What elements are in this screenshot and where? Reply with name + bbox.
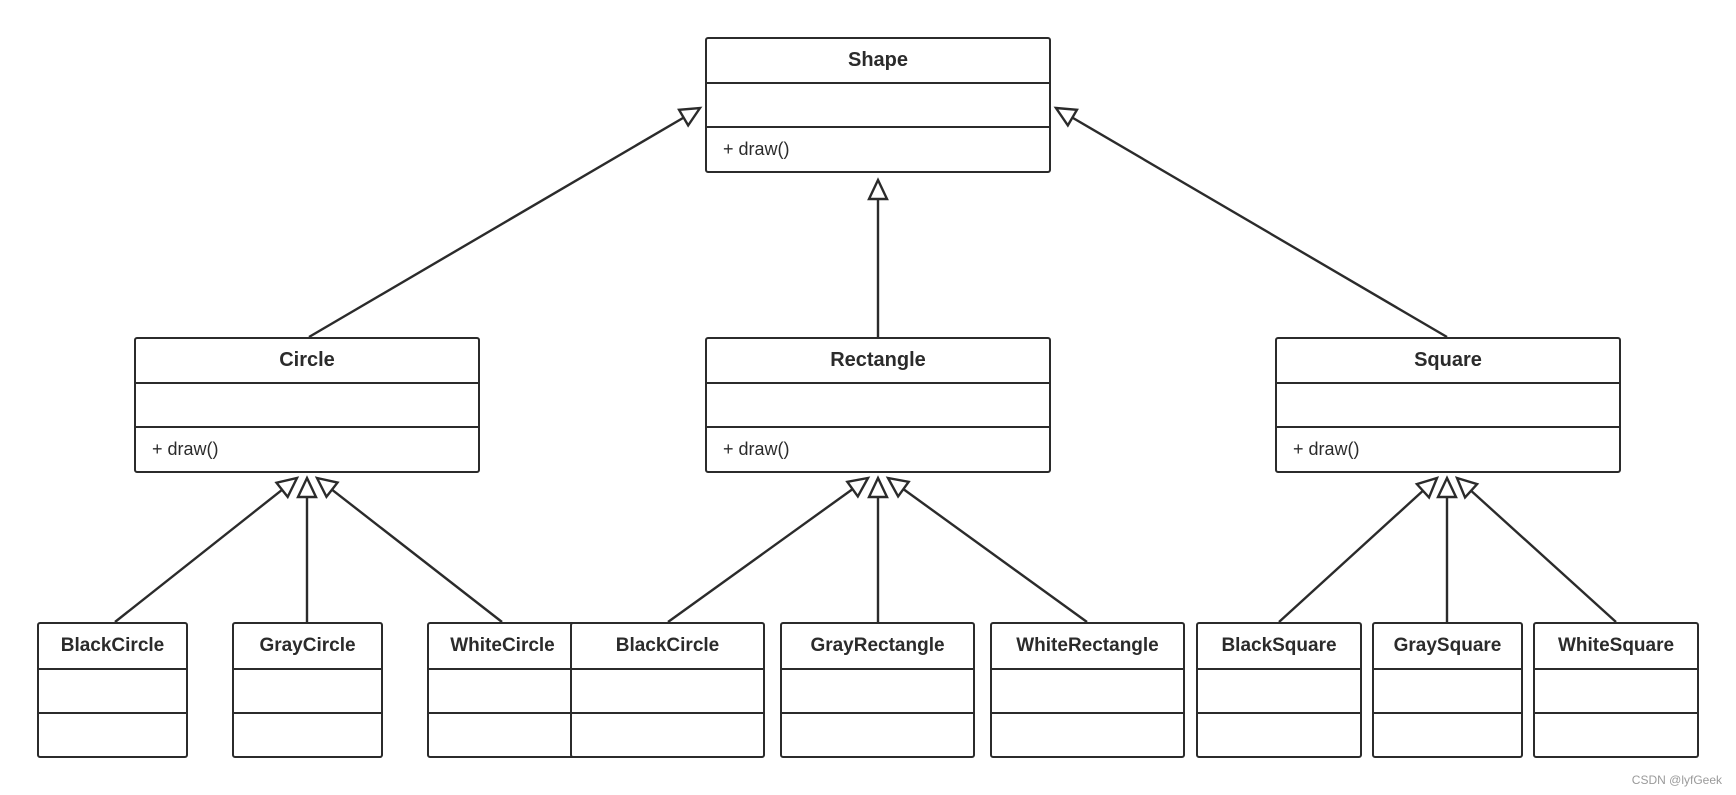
class-methods (1535, 712, 1697, 756)
generalization-arrowhead-icon (296, 475, 318, 499)
class-name: Square (1414, 348, 1482, 371)
edge-line (1278, 489, 1424, 623)
class-white-circle[interactable]: WhiteCircle (427, 622, 578, 758)
class-gray-rectangle[interactable]: GrayRectangle (780, 622, 975, 758)
generalization-arrowhead-icon (1454, 476, 1480, 500)
class-methods (429, 712, 576, 756)
class-methods (992, 712, 1183, 756)
generalization-arrowhead-icon (1436, 475, 1458, 499)
generalization-arrowhead-icon (1414, 476, 1440, 500)
edge-whitesquare-to-square (1454, 476, 1617, 623)
edge-line (308, 116, 685, 339)
class-attributes (1198, 668, 1360, 712)
class-methods: + draw() (1277, 426, 1619, 471)
class-methods (782, 712, 973, 756)
edge-whiterectangle-to-rectangle (885, 476, 1088, 623)
generalization-arrowhead-icon (314, 476, 340, 500)
generalization-arrowhead-icon (274, 476, 300, 500)
edge-line (114, 488, 283, 623)
class-name: Rectangle (830, 348, 926, 371)
class-methods: + draw() (707, 426, 1049, 471)
class-attributes (1535, 668, 1697, 712)
generalization-arrowhead-icon (867, 177, 889, 201)
class-gray-circle[interactable]: GrayCircle (232, 622, 383, 758)
class-attributes (707, 81, 1049, 127)
edge-blackcircle-to-circle (114, 476, 300, 623)
class-black-square[interactable]: BlackSquare (1196, 622, 1362, 758)
class-attributes (429, 668, 576, 712)
class-attributes (234, 668, 381, 712)
class-methods (234, 712, 381, 756)
edge-rectangle-to-shape (867, 177, 889, 337)
edge-grayrectangle-to-rectangle (867, 475, 889, 622)
class-name: Circle (279, 348, 335, 371)
edge-line (1470, 489, 1617, 623)
class-attributes (1374, 668, 1521, 712)
generalization-arrowhead-icon (1053, 106, 1079, 128)
class-methods (1374, 712, 1521, 756)
generalization-arrowhead-icon (677, 106, 703, 128)
edge-line (667, 488, 854, 623)
class-white-square[interactable]: WhiteSquare (1533, 622, 1699, 758)
class-attributes (39, 668, 186, 712)
edge-graycircle-to-circle (296, 475, 318, 622)
class-attributes (707, 381, 1049, 427)
class-name: WhiteRectangle (1016, 635, 1159, 656)
watermark: CSDN @lyfGeek (1631, 773, 1722, 787)
class-name: WhiteCircle (450, 635, 555, 656)
edge-circle-to-shape (308, 106, 703, 339)
class-methods (572, 712, 763, 756)
class-name: Shape (847, 48, 909, 71)
edge-whitecircle-to-circle (314, 476, 503, 623)
class-methods: + draw() (136, 426, 478, 471)
generalization-arrowhead-icon (867, 475, 889, 499)
edge-graysquare-to-square (1436, 475, 1458, 622)
edge-square-to-shape (1053, 106, 1448, 339)
class-name: BlackCircle (615, 635, 720, 656)
class-circle[interactable]: Circle + draw() (134, 337, 480, 473)
class-gray-square[interactable]: GraySquare (1372, 622, 1523, 758)
edge-blacksquare-to-square (1278, 476, 1440, 623)
class-shape[interactable]: Shape + draw() (705, 37, 1051, 173)
class-white-rectangle[interactable]: WhiteRectangle (990, 622, 1185, 758)
generalization-arrowhead-icon (845, 476, 871, 499)
class-name: WhiteSquare (1557, 635, 1675, 656)
class-name: GrayRectangle (810, 635, 945, 656)
class-name: BlackSquare (1221, 635, 1337, 656)
edge-line (902, 488, 1088, 623)
edge-blackcircle2-to-rectangle (667, 476, 871, 623)
generalization-arrowhead-icon (885, 476, 911, 499)
class-attributes (992, 668, 1183, 712)
edge-line (1071, 116, 1448, 339)
class-methods: + draw() (707, 126, 1049, 171)
class-attributes (136, 381, 478, 427)
class-methods (1198, 712, 1360, 756)
class-name: GraySquare (1393, 635, 1502, 656)
edge-line (331, 488, 503, 623)
class-attributes (782, 668, 973, 712)
class-black-circle-rectangle-branch[interactable]: BlackCircle (570, 622, 765, 758)
class-name: BlackCircle (60, 635, 165, 656)
class-rectangle[interactable]: Rectangle + draw() (705, 337, 1051, 473)
class-square[interactable]: Square + draw() (1275, 337, 1621, 473)
class-methods (39, 712, 186, 756)
class-attributes (572, 668, 763, 712)
class-attributes (1277, 381, 1619, 427)
class-name: GrayCircle (259, 635, 356, 656)
class-black-circle[interactable]: BlackCircle (37, 622, 188, 758)
